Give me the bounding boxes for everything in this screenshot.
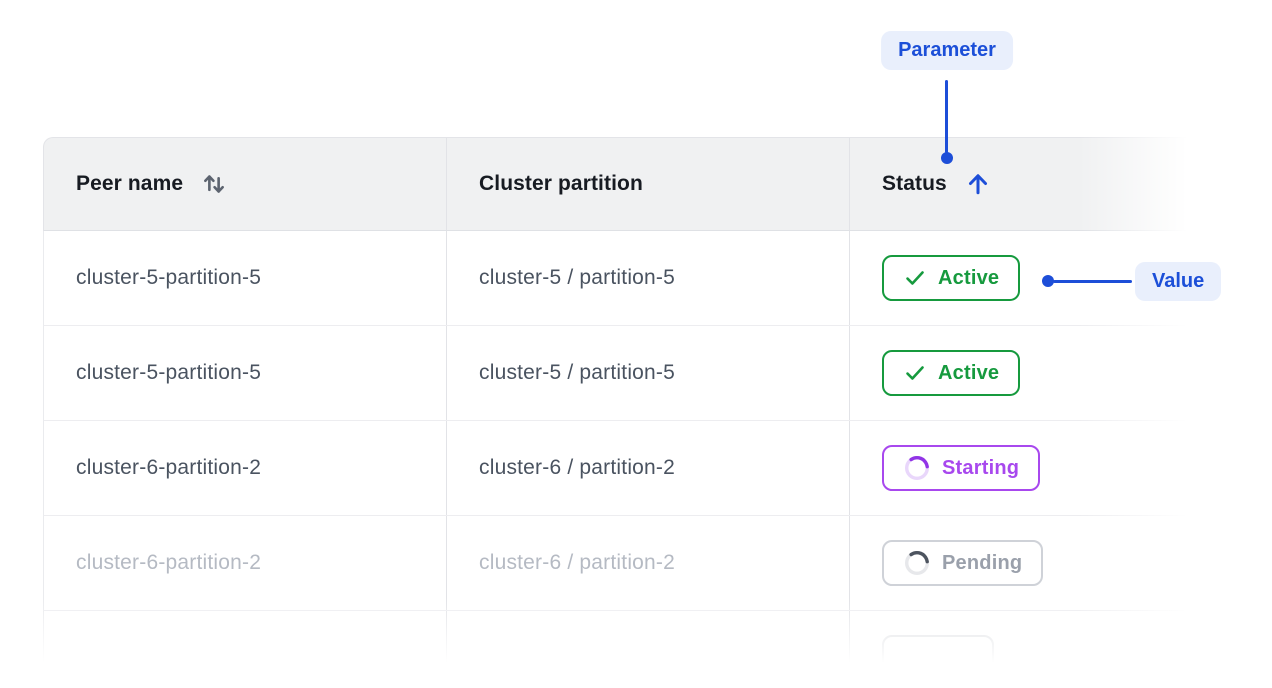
column-header-status[interactable]: Status — [849, 138, 1213, 230]
peers-table: Peer name Cluster partition Status — [43, 137, 1213, 688]
check-icon — [903, 361, 927, 385]
cell-peer-name: cluster-5-partition-5 — [76, 361, 262, 384]
parameter-connector-dot — [941, 152, 953, 164]
table-row: cluster-6-partition-2 cluster-6 / partit… — [43, 421, 1213, 516]
cell-peer-name: cluster-6-partition-2 — [76, 551, 262, 574]
cell-status — [849, 611, 1213, 688]
sort-up-down-icon[interactable] — [199, 169, 229, 199]
spinner-icon — [903, 549, 931, 577]
annotation-value-pill: Value — [1135, 262, 1222, 301]
annotation-parameter-pill: Parameter — [881, 31, 1013, 70]
cell-status: Starting — [849, 421, 1213, 515]
column-header-cluster-partition[interactable]: Cluster partition — [446, 138, 849, 230]
status-badge-label: Active — [938, 361, 1000, 384]
column-header-label: Cluster partition — [479, 172, 643, 195]
status-badge-label: Starting — [942, 456, 1020, 479]
value-connector-line — [1053, 280, 1132, 283]
table-row — [43, 611, 1213, 688]
cell-status: Active — [849, 326, 1213, 420]
column-header-peer-name[interactable]: Peer name — [44, 138, 446, 230]
cell-cluster-partition: cluster-6 / partition-2 — [446, 421, 849, 515]
check-icon — [903, 266, 927, 290]
table-row: cluster-5-partition-5 cluster-5 / partit… — [43, 231, 1213, 326]
status-badge-label: Active — [938, 266, 1000, 289]
cell-status: Active — [849, 231, 1213, 325]
spinner-icon — [903, 454, 931, 482]
status-badge — [882, 635, 994, 681]
parameter-connector-line — [945, 80, 948, 153]
cell-cluster-partition: cluster-5 / partition-5 — [446, 231, 849, 325]
cell-cluster-partition: cluster-5 / partition-5 — [446, 326, 849, 420]
cell-peer-name: cluster-5-partition-5 — [76, 266, 262, 289]
status-badge: Active — [882, 255, 1021, 301]
cell-peer-name: cluster-6-partition-2 — [76, 456, 262, 479]
table-row: cluster-5-partition-5 cluster-5 / partit… — [43, 326, 1213, 421]
table-header-row: Peer name Cluster partition Status — [43, 137, 1213, 231]
table-row: cluster-6-partition-2 cluster-6 / partit… — [43, 516, 1213, 611]
status-badge-label: Pending — [942, 551, 1023, 574]
cell-peer-name — [44, 611, 446, 688]
status-badge: Active — [882, 350, 1021, 396]
column-header-label: Status — [882, 172, 947, 195]
status-badge: Starting — [882, 445, 1041, 491]
status-badge: Pending — [882, 540, 1044, 586]
value-connector-dot — [1042, 275, 1054, 287]
column-header-label: Peer name — [76, 172, 184, 195]
arrow-up-icon[interactable] — [963, 169, 993, 199]
cell-cluster-partition — [446, 611, 849, 688]
cell-cluster-partition: cluster-6 / partition-2 — [446, 516, 849, 610]
cell-status: Pending — [849, 516, 1213, 610]
